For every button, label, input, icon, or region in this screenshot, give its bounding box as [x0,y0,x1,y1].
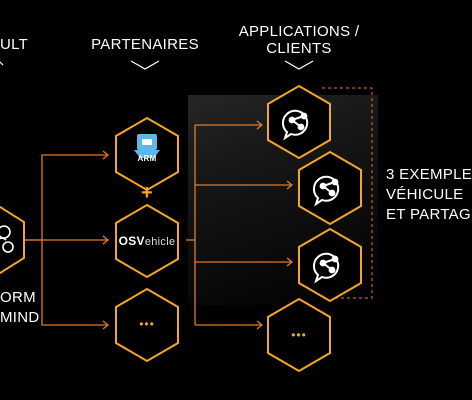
chevron-down-icon [0,61,4,66]
examples-line1: 3 EXEMPLE [386,166,472,183]
share-chat-icon [312,175,340,207]
app-hex-3 [298,227,362,303]
diagram-canvas [0,60,373,373]
brain-gear-icon [0,225,14,253]
share-chat-icon [281,109,309,141]
app-hex-more [267,297,331,373]
partner-hex-osvehicle [115,203,179,279]
examples-bracket [322,87,373,299]
plus-symbol: + [141,182,153,204]
column-header-apps-line2: CLIENTS [266,40,332,57]
chevron-down-icon [284,60,314,70]
chevron-down-icon [130,60,160,70]
share-chat-icon [312,252,340,284]
left-node-label-line1: ORM [0,289,36,306]
osvehicle-logo-light: ehicle [144,236,176,248]
osvehicle-logo-bold: OSV [118,234,145,248]
left-node-label-line2: MIND [0,309,40,326]
column-header-partners: PARTENAIRES [91,36,199,53]
partner-hex-arm [115,116,179,192]
column-header-apps-line1: APPLICATIONS / [238,23,360,40]
more-partners-dots: ••• [139,317,155,331]
app-hex-2 [298,150,362,226]
osvehicle-logo: OSVehicle [119,232,176,251]
column-header-left: ULT [0,36,29,53]
arrowheads [102,120,294,330]
arm-logo-label: ARM [137,154,157,163]
app-hex-1 [267,84,331,160]
arm-chip-icon [134,134,160,158]
partner-hex-more [115,287,179,363]
examples-line2: VÉHICULE [386,186,464,203]
examples-line3: ET PARTAG [386,206,471,223]
left-hex-node [0,206,25,274]
connector-lines [24,124,292,326]
more-apps-dots: ••• [291,328,307,342]
